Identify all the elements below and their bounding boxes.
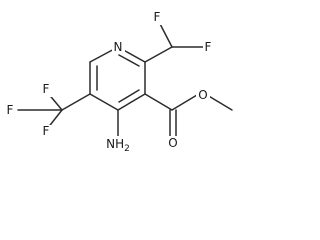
fluorine-label: F (7, 103, 14, 117)
bond-c2-chf2 (144, 46, 173, 63)
bond-c3-carbonyl (144, 93, 173, 111)
bond-carbonyl-o-ester (171, 94, 198, 111)
pyridine-ring (89, 46, 146, 111)
methyl-ester-group (144, 93, 233, 138)
fluorine-label: F (43, 124, 50, 138)
atom-labels: N F F F F F NH2 O O (4, 10, 214, 154)
fluorine-label: F (154, 10, 161, 24)
trifluoromethyl-group (17, 91, 91, 130)
amine-subscript: 2 (124, 144, 130, 154)
bond-c5-cf3 (61, 93, 91, 111)
molecule-svg: N F F F F F NH2 O O (4, 10, 233, 154)
bond-c4-c5 (89, 93, 119, 111)
fluorine-label: F (43, 82, 50, 96)
bond-c3-c4 (117, 93, 146, 111)
ester-oxygen-label: O (198, 88, 207, 102)
ring-nitrogen-label: N (114, 40, 123, 54)
structure-diagram: N F F F F F NH2 O O (4, 10, 233, 154)
carbonyl-oxygen-label: O (168, 136, 177, 150)
double-bond-c3-c4 (118, 89, 140, 103)
difluoromethyl-group (144, 19, 204, 63)
double-bond-n-c2 (118, 54, 140, 67)
amine-label: NH2 (106, 137, 130, 154)
bond-o-methyl (206, 94, 233, 111)
fluorine-label: F (205, 40, 212, 54)
